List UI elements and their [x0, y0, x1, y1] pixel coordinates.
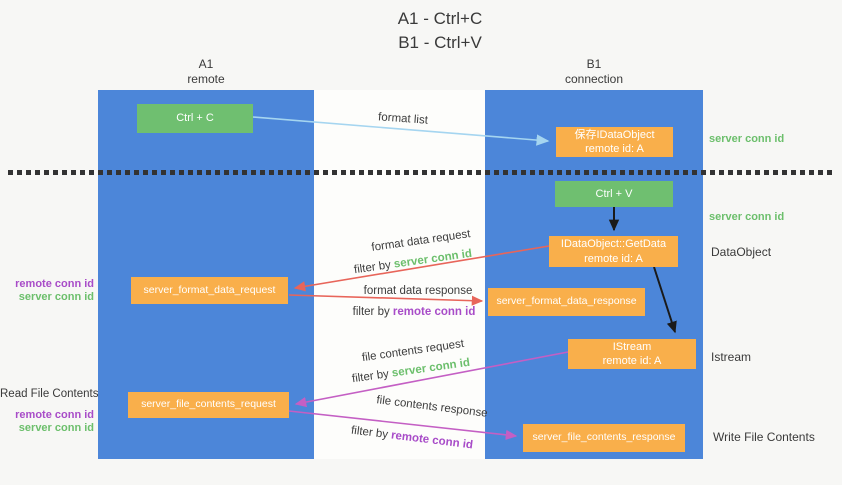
dataobject-label: DataObject	[711, 245, 772, 259]
node-server-format-data-response: server_format_data_response	[488, 288, 645, 316]
page-title: A1 - Ctrl+C B1 - Ctrl+V	[300, 7, 580, 55]
phase-divider-dotted-line	[8, 170, 836, 175]
node-server-format-data-request-label: server_format_data_request	[143, 283, 276, 296]
node-server-file-contents-response: server_file_contents_response	[523, 424, 685, 452]
write-file-contents-label: Write File Contents	[713, 430, 815, 444]
left-conn-id-pair-2: remote conn id server conn id	[2, 409, 94, 435]
node-getdata-subtitle: remote id: A	[584, 252, 643, 265]
node-getdata: IDataObject::GetData remote id: A	[549, 236, 678, 267]
node-ctrl-c-label: Ctrl + C	[176, 112, 214, 125]
node-save-idataobject: 保存IDataObject remote id: A	[556, 127, 673, 157]
node-ctrl-v-label: Ctrl + V	[595, 187, 633, 200]
node-istream-subtitle: remote id: A	[602, 355, 662, 367]
edge-label-format-data-response: format data response	[363, 285, 473, 297]
node-server-format-data-request: server_format_data_request	[131, 277, 288, 304]
node-save-idataobject-title: 保存IDataObject	[574, 128, 655, 141]
node-getdata-title: IDataObject::GetData	[560, 238, 667, 251]
node-save-idataobject-subtitle: remote id: A	[585, 143, 644, 155]
server-conn-id-label: server conn id	[18, 291, 94, 303]
lifeline-b1-name: B1	[586, 57, 602, 71]
edge-filter-format-data-response: filter by remote conn id	[353, 306, 476, 318]
node-istream-title: IStream	[612, 340, 652, 353]
remote-conn-id-label: remote conn id	[15, 409, 94, 421]
left-conn-id-pair-1: remote conn id server conn id	[2, 278, 94, 304]
lifeline-header-a1: A1 remote	[98, 57, 314, 87]
server-conn-id-label: server conn id	[18, 422, 94, 434]
server-conn-id-top-label: server conn id	[709, 133, 785, 145]
title-line-a1: A1 - Ctrl+C	[397, 9, 483, 28]
node-ctrl-v: Ctrl + V	[555, 181, 673, 207]
lifeline-a1-subtitle: remote	[187, 72, 225, 86]
lifeline-a1-name: A1	[198, 57, 214, 71]
node-server-file-contents-response-label: server_file_contents_response	[532, 431, 676, 444]
read-file-contents-label: Read File Contents	[0, 388, 99, 400]
title-line-b1: B1 - Ctrl+V	[398, 32, 482, 52]
node-ctrl-c: Ctrl + C	[137, 104, 253, 133]
istream-label: Istream	[711, 350, 752, 364]
filter-keyword-remote-conn-id: remote conn id	[392, 306, 476, 318]
node-server-file-contents-request: server_file_contents_request	[128, 392, 289, 418]
filter-prefix: filter by	[352, 306, 393, 318]
server-conn-id-mid-label: server conn id	[709, 211, 785, 223]
lifeline-header-b1: B1 connection	[485, 57, 703, 87]
lifeline-b1-subtitle: connection	[564, 72, 624, 86]
node-istream: IStream remote id: A	[568, 339, 696, 369]
node-server-file-contents-request-label: server_file_contents_request	[141, 398, 276, 411]
node-server-format-data-response-label: server_format_data_response	[496, 295, 637, 308]
remote-conn-id-label: remote conn id	[15, 278, 94, 290]
